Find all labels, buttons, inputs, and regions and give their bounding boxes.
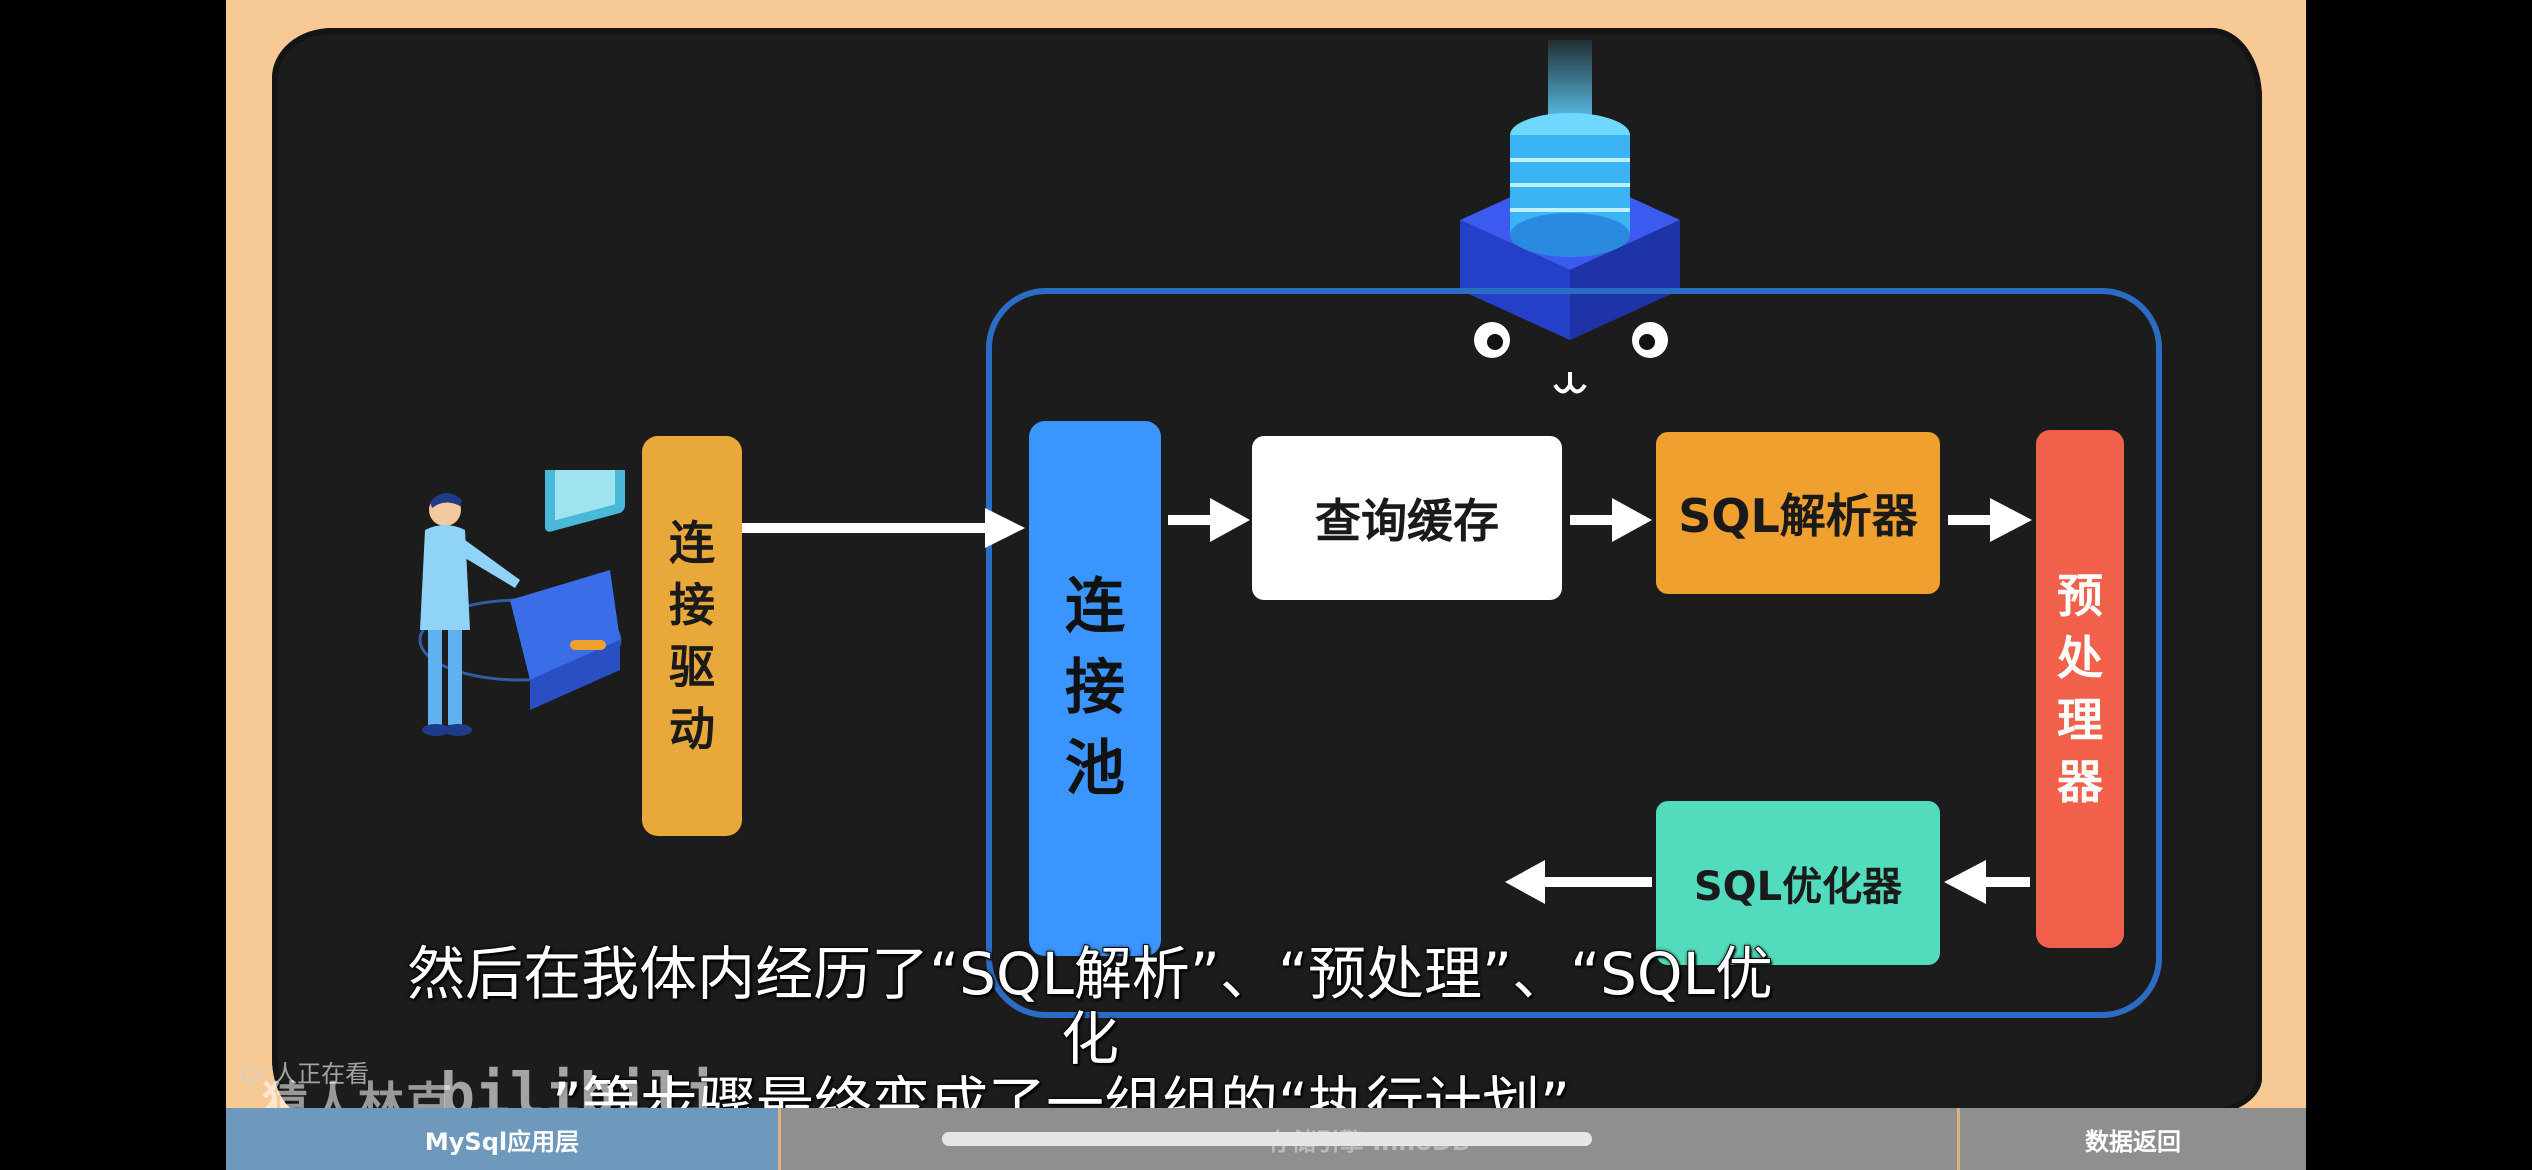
connection-driver-box: 连 接 驱 动	[642, 436, 742, 836]
subtitle-line-1: 然后在我体内经历了“SQL解析”、“预处理”、“SQL优化	[406, 940, 1774, 1073]
home-indicator[interactable]	[942, 1132, 1592, 1146]
viewer-count: Qi 人正在看	[240, 1060, 370, 1088]
database-server-icon	[1460, 40, 1680, 394]
user-at-computer-icon	[418, 470, 625, 736]
sql-optimizer-box: SQL优化器	[1656, 801, 1940, 965]
chapter-mysql-app-layer[interactable]: MySql应用层	[226, 1108, 778, 1170]
query-cache-box: 查询缓存	[1252, 436, 1562, 600]
mysql-server-boundary	[986, 288, 2162, 1018]
preprocessor-box: 预 处 理 器	[2036, 430, 2124, 948]
connection-pool-box: 连 接 池	[1029, 421, 1161, 956]
sql-parser-box: SQL解析器	[1656, 432, 1940, 594]
chapter-progress-bar[interactable]: MySql应用层 存储引擎 InnoDB 数据返回	[226, 1108, 2306, 1170]
chapter-data-return[interactable]: 数据返回	[1960, 1108, 2306, 1170]
